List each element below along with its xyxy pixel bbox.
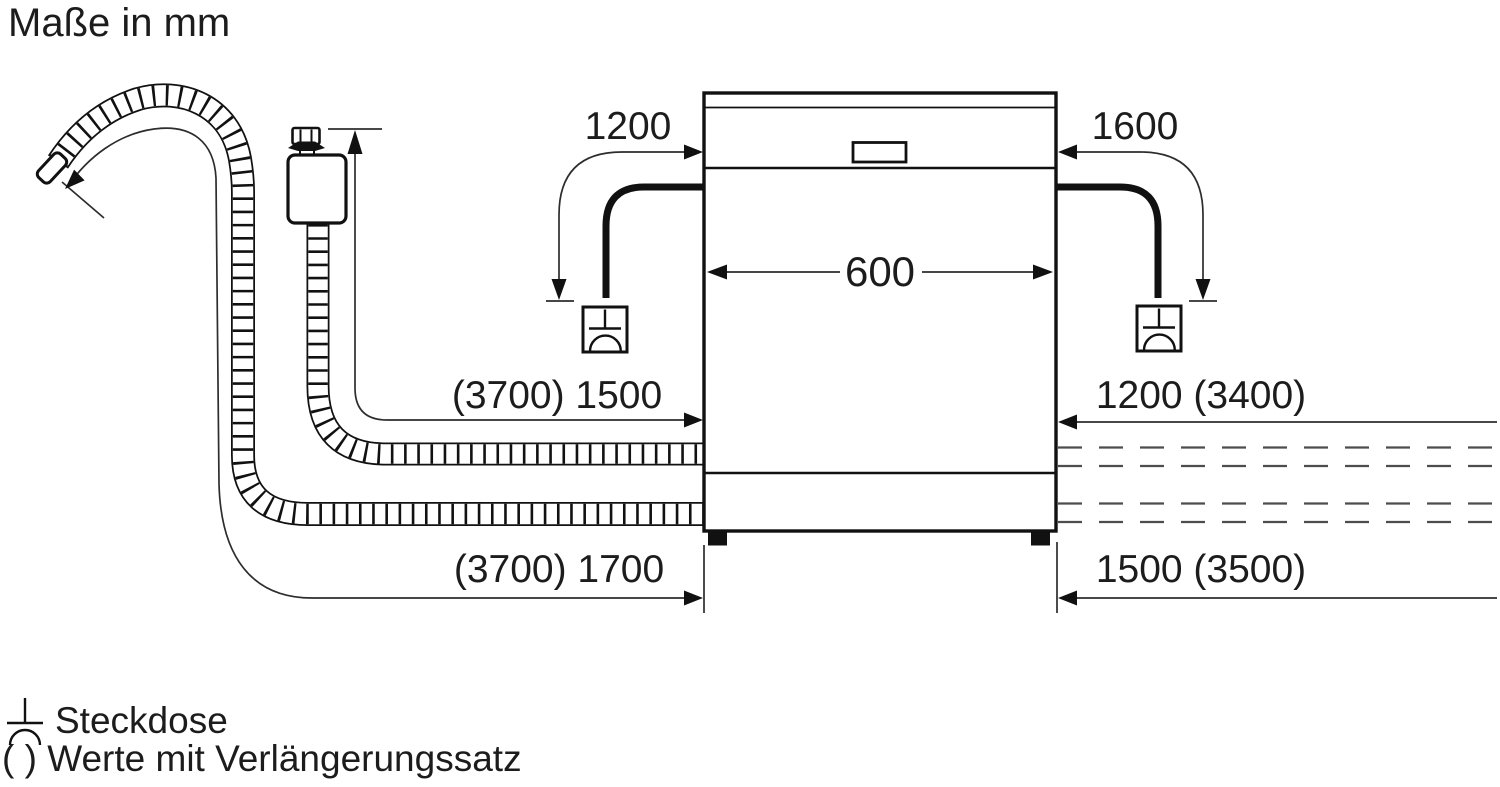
arrow-width-right <box>1033 264 1053 280</box>
legend-socket-symbol <box>7 698 43 746</box>
dim-label-drain-right: 1500 (3500) <box>1095 548 1307 591</box>
dim-label-inlet-left: (3700) 1500 <box>451 374 663 417</box>
diagram-title: Maße in mm <box>8 1 231 45</box>
power-cords <box>602 183 1162 298</box>
steckdose-socket-icon <box>7 698 43 746</box>
dimension-lines <box>61 127 1497 613</box>
socket-box-left <box>581 305 629 354</box>
dim-line-inlet <box>354 152 687 421</box>
hose-extension-dashed <box>1058 446 1492 524</box>
arrow-power-right <box>1058 144 1077 160</box>
arrow-inlet <box>684 412 703 428</box>
arrow-width-left <box>707 264 727 280</box>
drain-hose-end-cap <box>35 151 69 185</box>
drain-end-tick <box>61 181 105 219</box>
dim-line-drain <box>67 127 687 599</box>
steckdose-socket-icon <box>1142 308 1176 351</box>
arrow-up-aquastop <box>347 130 363 154</box>
arrow-right-top <box>1058 414 1077 430</box>
power-cord-right <box>1057 183 1162 298</box>
dim-label-power-right: 1600 <box>1091 105 1179 148</box>
legend-extension-label: ( ) Werte mit Verlängerungssatz <box>2 738 522 779</box>
arrow-power-left <box>684 144 703 160</box>
legend-socket-label: Steckdose <box>55 700 228 741</box>
left-foot <box>708 532 727 546</box>
arrowheads <box>65 130 1211 606</box>
steckdose-socket-icon <box>588 309 622 352</box>
arrow-down-right <box>1195 279 1211 300</box>
dim-label-width: 600 <box>844 248 916 295</box>
dim-line-power-right <box>1075 151 1204 280</box>
aquastop-body <box>286 153 348 225</box>
dim-label-power-left: 1200 <box>584 105 672 148</box>
drain-hose <box>35 83 706 526</box>
socket-box-right <box>1135 304 1183 353</box>
drain-hose-direction-arrow <box>65 169 85 189</box>
door-handle <box>851 141 908 164</box>
arrow-right-bottom <box>1058 590 1077 606</box>
tap-flange <box>288 141 325 151</box>
dishwasher-front <box>702 91 1058 546</box>
power-cord-left <box>602 183 703 298</box>
inlet-hose <box>306 224 706 466</box>
dim-line-power-left <box>558 151 686 280</box>
dim-label-drain-left: (3700) 1700 <box>453 548 665 591</box>
arrow-drain <box>684 590 703 606</box>
right-foot <box>1031 532 1050 546</box>
aquastop-valve <box>286 126 348 225</box>
dishwasher-outline <box>702 91 1058 533</box>
arrow-down-left <box>551 279 567 300</box>
dim-label-inlet-right: 1200 (3400) <box>1095 374 1307 417</box>
